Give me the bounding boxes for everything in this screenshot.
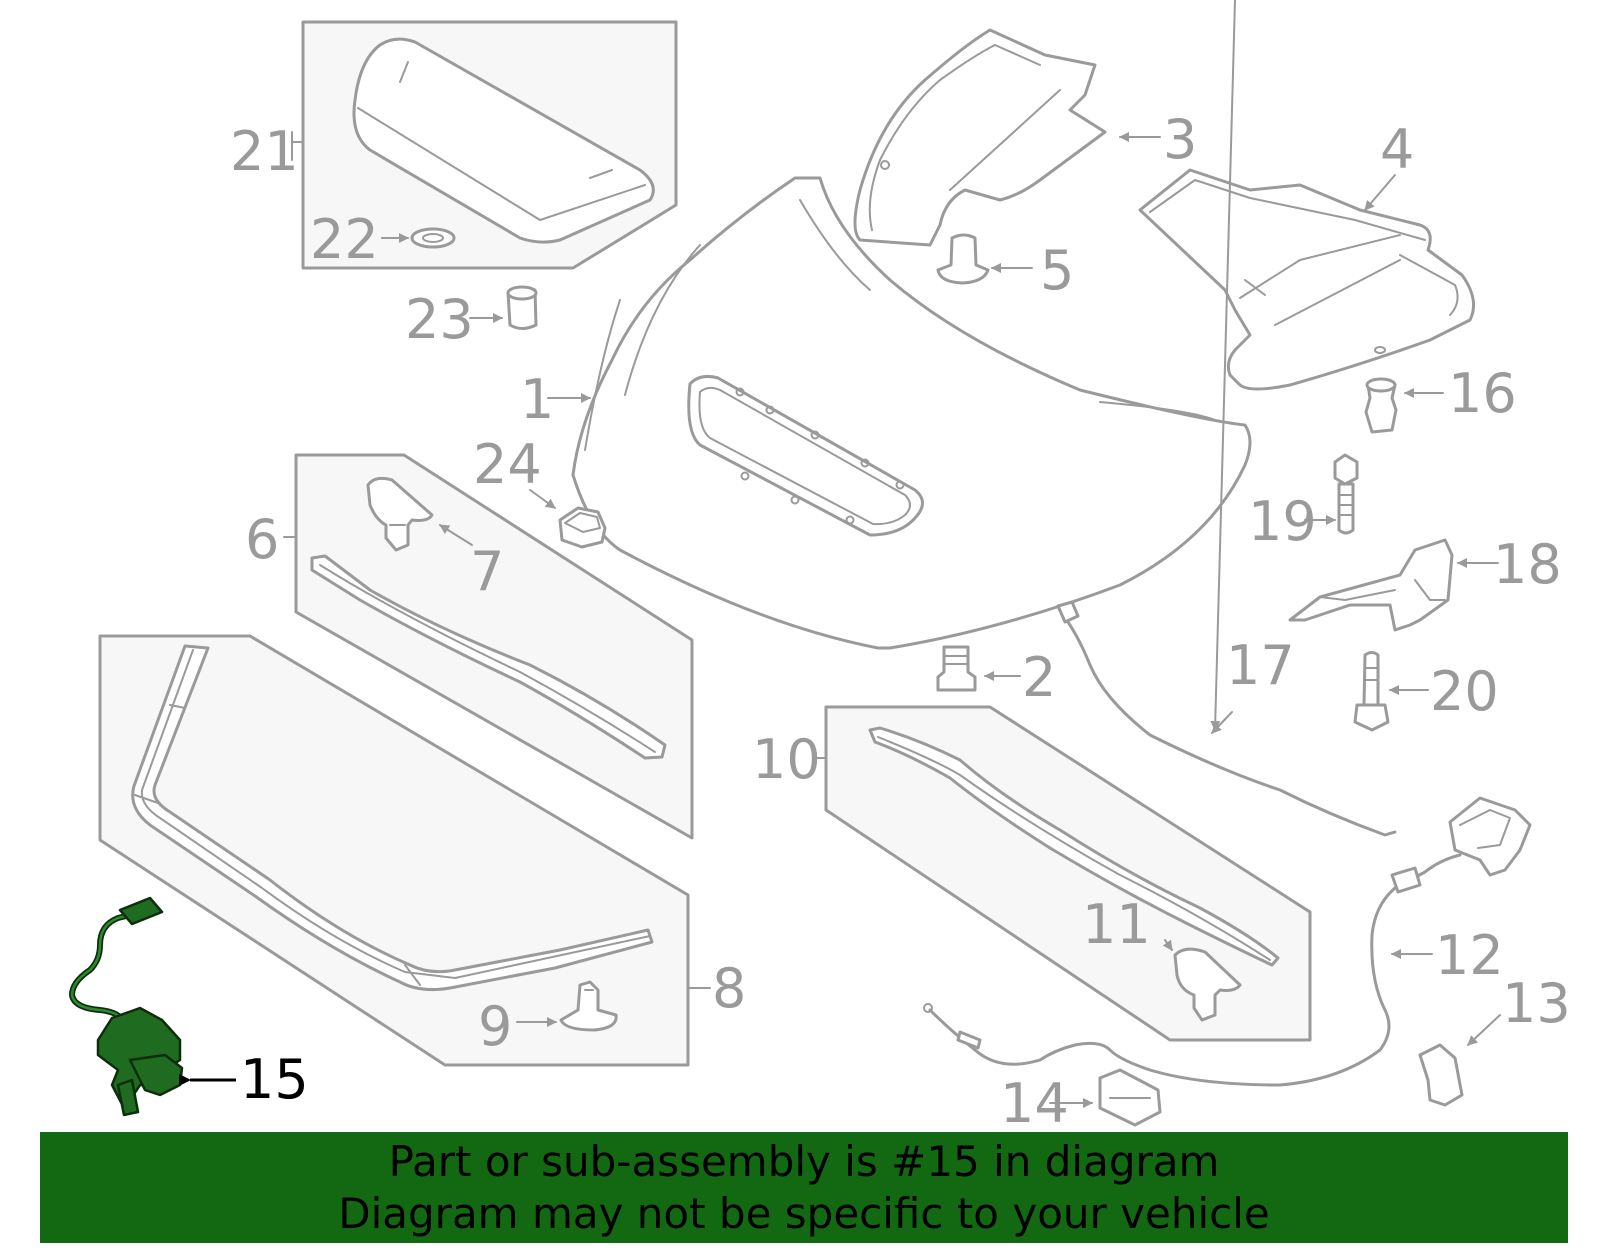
cable-17 (1056, 0, 1397, 837)
pad-14 (1049, 1068, 1162, 1127)
callout-24: 24 (473, 433, 542, 496)
bolt-20 (1353, 651, 1429, 732)
callout-4: 4 (1380, 118, 1414, 181)
callout-12: 12 (1435, 924, 1504, 987)
bumper-2 (936, 645, 1021, 692)
callout-20: 20 (1430, 660, 1499, 723)
callout-21: 21 (230, 120, 299, 183)
callout-11: 11 (1082, 893, 1151, 956)
bolt-19 (1304, 453, 1359, 535)
hood-scoop (352, 37, 655, 244)
clip-23 (469, 285, 538, 330)
callout-7: 7 (470, 540, 504, 603)
callout-9: 9 (478, 995, 512, 1058)
hood-scoop-group (291, 20, 678, 270)
callout-6: 6 (245, 508, 279, 571)
clip-16 (1364, 377, 1444, 434)
latch-switch-15 (69, 896, 236, 1117)
latch-12 (923, 796, 1532, 1087)
seal-box-6 (283, 453, 694, 840)
clip-5 (936, 233, 1033, 285)
bracket-18 (1288, 538, 1499, 632)
callout-10: 10 (752, 728, 821, 791)
callout-23: 23 (405, 288, 474, 351)
callout-14: 14 (1000, 1072, 1069, 1135)
seal-box-10 (814, 705, 1312, 1042)
insulator-3 (853, 28, 1161, 247)
callout-2: 2 (1022, 646, 1056, 709)
callout-19: 19 (1248, 490, 1317, 553)
callout-labels: 1 2 3 4 5 6 7 8 9 10 11 12 13 14 15 16 1… (230, 108, 1571, 1135)
callout-17: 17 (1226, 634, 1295, 697)
banner-line-part-number: Part or sub-assembly is #15 in diagram (388, 1136, 1220, 1186)
disclaimer-banner: Part or sub-assembly is #15 in diagram D… (40, 1132, 1568, 1243)
callout-16: 16 (1448, 362, 1517, 425)
cap-24 (529, 489, 607, 549)
callout-18: 18 (1493, 533, 1562, 596)
weatherstrip-box-8 (98, 634, 711, 1067)
insulator-4 (1138, 168, 1476, 391)
banner-line-disclaimer: Diagram may not be specific to your vehi… (338, 1188, 1270, 1238)
grommet-22 (410, 227, 456, 249)
hood-panel (547, 176, 1252, 650)
callout-22: 22 (310, 208, 379, 271)
callout-5: 5 (1040, 239, 1074, 302)
callout-3: 3 (1163, 108, 1197, 171)
callout-1: 1 (520, 368, 554, 431)
callout-15: 15 (240, 1048, 309, 1111)
callout-8: 8 (712, 957, 746, 1020)
clip-13 (1418, 1014, 1501, 1107)
callout-13: 13 (1502, 972, 1571, 1035)
